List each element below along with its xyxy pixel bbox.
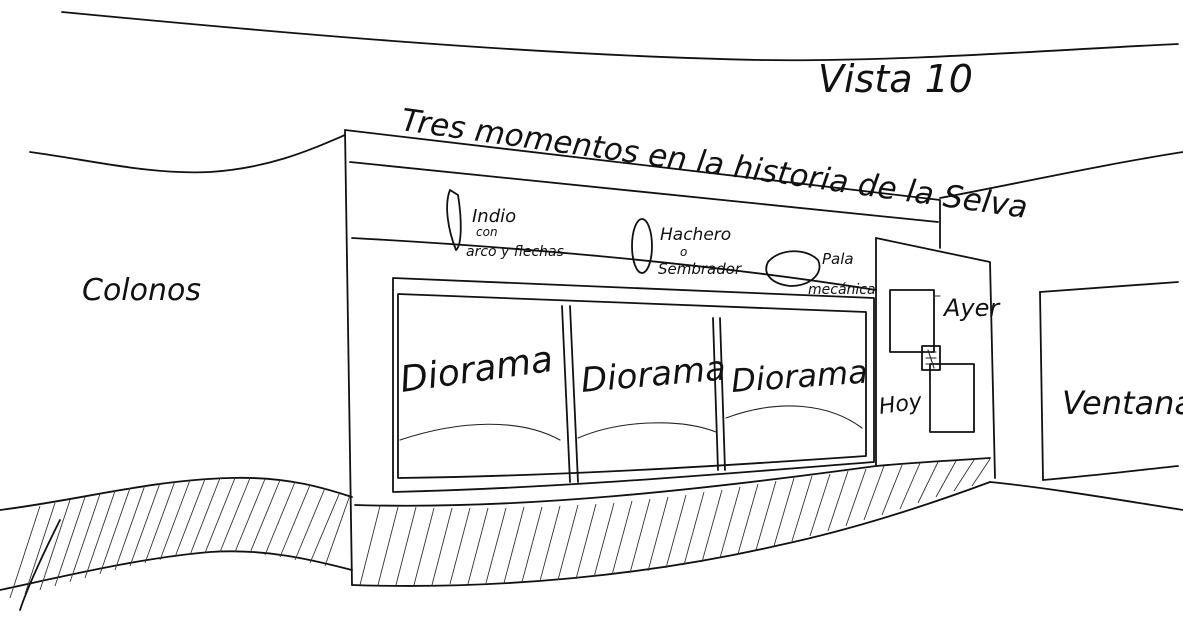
ayer-label: Ayer — [942, 294, 1001, 322]
pala-mecanica-icon — [765, 250, 821, 287]
figure-2-line-3: Sembrador — [658, 260, 742, 278]
room-lines — [19, 11, 1183, 611]
figure-1-line-1: Indio — [472, 206, 516, 227]
hachero-figure-icon — [631, 218, 653, 274]
diorama-label-3: Diorama — [730, 353, 869, 400]
figure-1-line-2: con — [476, 225, 498, 239]
figure-3-line-2: mecánica — [808, 282, 876, 298]
view-label: Vista 10 — [818, 57, 973, 101]
diorama-labels: Diorama Diorama Diorama — [398, 339, 869, 401]
floor-band — [0, 476, 353, 599]
figure-labels: Indio con arco y flechas Hachero o Sembr… — [466, 206, 876, 298]
window-frame — [1039, 281, 1179, 481]
diorama-cabinet — [392, 277, 875, 493]
diorama-label-2: Diorama — [579, 348, 727, 401]
left-wall-label: Colonos — [82, 273, 201, 308]
diorama-label-1: Diorama — [398, 339, 556, 401]
ayer-hoy-panel — [889, 289, 975, 433]
indio-figure-icon — [446, 189, 462, 251]
figure-2-line-1: Hachero — [660, 225, 731, 245]
exhibit-wall — [344, 129, 996, 587]
figure-icons — [446, 189, 821, 287]
figure-3-line-1: Pala — [822, 250, 854, 268]
figure-2-line-2: o — [680, 245, 687, 259]
exhibit-base-hatch — [359, 458, 991, 586]
right-wall-label: Ventana — [1062, 384, 1183, 422]
figure-1-line-3: arco y flechas — [466, 244, 564, 260]
hoy-label: Hoy — [877, 389, 924, 420]
